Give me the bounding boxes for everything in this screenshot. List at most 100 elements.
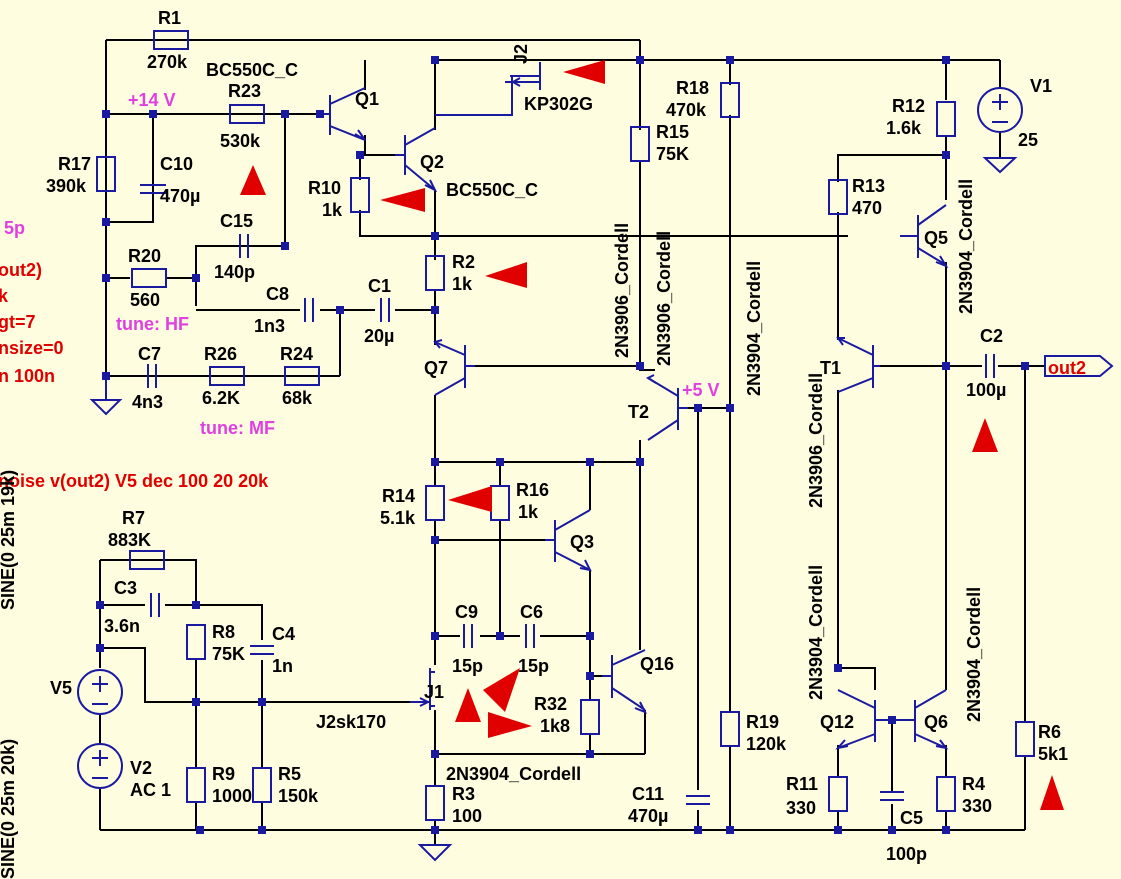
- capacitor-c10[interactable]: [140, 184, 166, 194]
- ref-t2: T2: [628, 402, 649, 422]
- port-out2[interactable]: [1044, 355, 1114, 377]
- val-r5: 150k: [278, 786, 319, 806]
- val-c6: 15p: [518, 656, 549, 676]
- resistor-r14[interactable]: [425, 485, 445, 521]
- jfet-j2[interactable]: [435, 62, 541, 116]
- resistor-r17[interactable]: [96, 156, 116, 192]
- resistor-r19[interactable]: [720, 711, 740, 747]
- ref-c8: C8: [266, 284, 289, 304]
- resistor-r1[interactable]: [153, 30, 189, 50]
- resistor-r13[interactable]: [828, 179, 848, 215]
- ref-q2: Q2: [420, 152, 444, 172]
- ref-j1: J1: [424, 682, 444, 702]
- resistor-r15[interactable]: [630, 126, 650, 162]
- val-r17: 390k: [46, 176, 87, 196]
- ref-j2: J2: [511, 44, 531, 64]
- ref-r12: R12: [892, 96, 925, 116]
- source-v5[interactable]: [77, 669, 123, 715]
- val-r3: 100: [452, 806, 482, 826]
- ref-c9: C9: [455, 602, 478, 622]
- val-r1: 270k: [147, 52, 188, 72]
- resistor-r6[interactable]: [1015, 721, 1035, 757]
- transistor-t2[interactable]: [645, 374, 688, 441]
- jfet-j1[interactable]: [410, 668, 435, 710]
- ref-r13: R13: [852, 176, 885, 196]
- capacitor-c4[interactable]: [250, 645, 274, 655]
- resistor-r5[interactable]: [252, 767, 272, 803]
- val-c1: 20µ: [364, 326, 394, 346]
- transistor-q1[interactable]: [320, 87, 366, 141]
- ref-c2: C2: [980, 326, 1003, 346]
- ref-q12: Q12: [820, 712, 854, 732]
- source-specs: SINE(0 25m 19k) SINE(0 25m 20k): [0, 470, 18, 879]
- net-tune-mf: tune: MF: [200, 418, 275, 438]
- val-r16: 1k: [518, 502, 539, 522]
- net-5p: 5p: [4, 218, 25, 238]
- resistor-r16[interactable]: [490, 485, 510, 521]
- val-v2: AC 1: [130, 780, 171, 800]
- resistor-r26[interactable]: [209, 366, 245, 386]
- resistor-r9[interactable]: [186, 767, 206, 803]
- capacitor-c11[interactable]: [686, 795, 710, 805]
- val-r24: 68k: [282, 388, 313, 408]
- resistor-r4[interactable]: [936, 776, 956, 812]
- resistor-r10[interactable]: [350, 177, 370, 213]
- val-c7: 4n3: [132, 392, 163, 412]
- resistor-r3[interactable]: [425, 785, 445, 821]
- ref-c3: C3: [114, 578, 137, 598]
- transistor-q7[interactable]: [433, 339, 475, 396]
- ref-c7: C7: [138, 344, 161, 364]
- model-q7-vertical: 2N3906_Cordell: [612, 223, 632, 358]
- capacitor-c2[interactable]: [985, 354, 995, 378]
- junction-dots: [96, 56, 1029, 834]
- resistor-r2[interactable]: [425, 255, 445, 291]
- capacitor-c8[interactable]: [304, 298, 314, 322]
- resistor-r20[interactable]: [131, 268, 167, 288]
- resistor-r11[interactable]: [828, 776, 848, 812]
- resistor-r24[interactable]: [284, 366, 320, 386]
- transistor-q6[interactable]: [892, 689, 949, 750]
- ground-symbol-j1: [417, 844, 453, 862]
- resistor-r32[interactable]: [580, 699, 600, 735]
- resistor-r18[interactable]: [720, 82, 740, 118]
- model-q2: BC550C_C: [446, 180, 538, 200]
- ref-c11: C11: [632, 784, 664, 804]
- resistor-r7[interactable]: [129, 550, 165, 570]
- component-labels: R1 270k R23 530k R17 390k C10 470µ C15 R…: [46, 8, 1068, 864]
- capacitor-c3[interactable]: [150, 593, 160, 617]
- transistor-q2[interactable]: [395, 127, 438, 193]
- capacitor-c5[interactable]: [880, 791, 904, 801]
- val-c3: 3.6n: [104, 616, 140, 636]
- resistor-r12[interactable]: [936, 101, 956, 137]
- val-r23: 530k: [220, 131, 261, 151]
- capacitor-c9[interactable]: [463, 624, 473, 648]
- source-v2[interactable]: [77, 743, 123, 789]
- transistor-q16[interactable]: [602, 649, 648, 714]
- spec-v2-sine: SINE(0 25m 20k): [0, 739, 18, 879]
- val-r15: 75K: [656, 144, 689, 164]
- ref-c1: C1: [368, 276, 391, 296]
- ref-t1: T1: [820, 358, 841, 378]
- transistor-t1[interactable]: [836, 337, 880, 393]
- spice-directives: out2) k gt=7 nsize=0 n 100n noise v(out2…: [0, 260, 269, 491]
- source-v1[interactable]: [977, 87, 1023, 174]
- resistor-r8[interactable]: [186, 624, 206, 660]
- transistor-q3[interactable]: [545, 509, 592, 572]
- ground-symbol-left: [89, 399, 123, 416]
- ref-r3: R3: [452, 784, 475, 804]
- probe-markers: [240, 60, 1064, 810]
- resistor-r23[interactable]: [229, 104, 265, 124]
- capacitor-c1[interactable]: [380, 298, 390, 322]
- model-j2: KP302G: [524, 94, 593, 114]
- model-q6-vertical: 2N3904_Cordell: [964, 587, 984, 722]
- capacitor-c15[interactable]: [239, 234, 249, 258]
- val-c11: 470µ: [628, 806, 668, 826]
- transistor-q5[interactable]: [900, 204, 949, 269]
- ref-v2: V2: [130, 758, 152, 778]
- ref-c10: C10: [160, 154, 193, 174]
- capacitor-c7[interactable]: [147, 364, 157, 388]
- capacitor-c6[interactable]: [525, 624, 535, 648]
- transistor-q12[interactable]: [835, 689, 892, 750]
- net-labels: +14 V +5 V tune: HF tune: MF 5p out2: [4, 90, 1086, 438]
- val-r11: 330: [786, 798, 816, 818]
